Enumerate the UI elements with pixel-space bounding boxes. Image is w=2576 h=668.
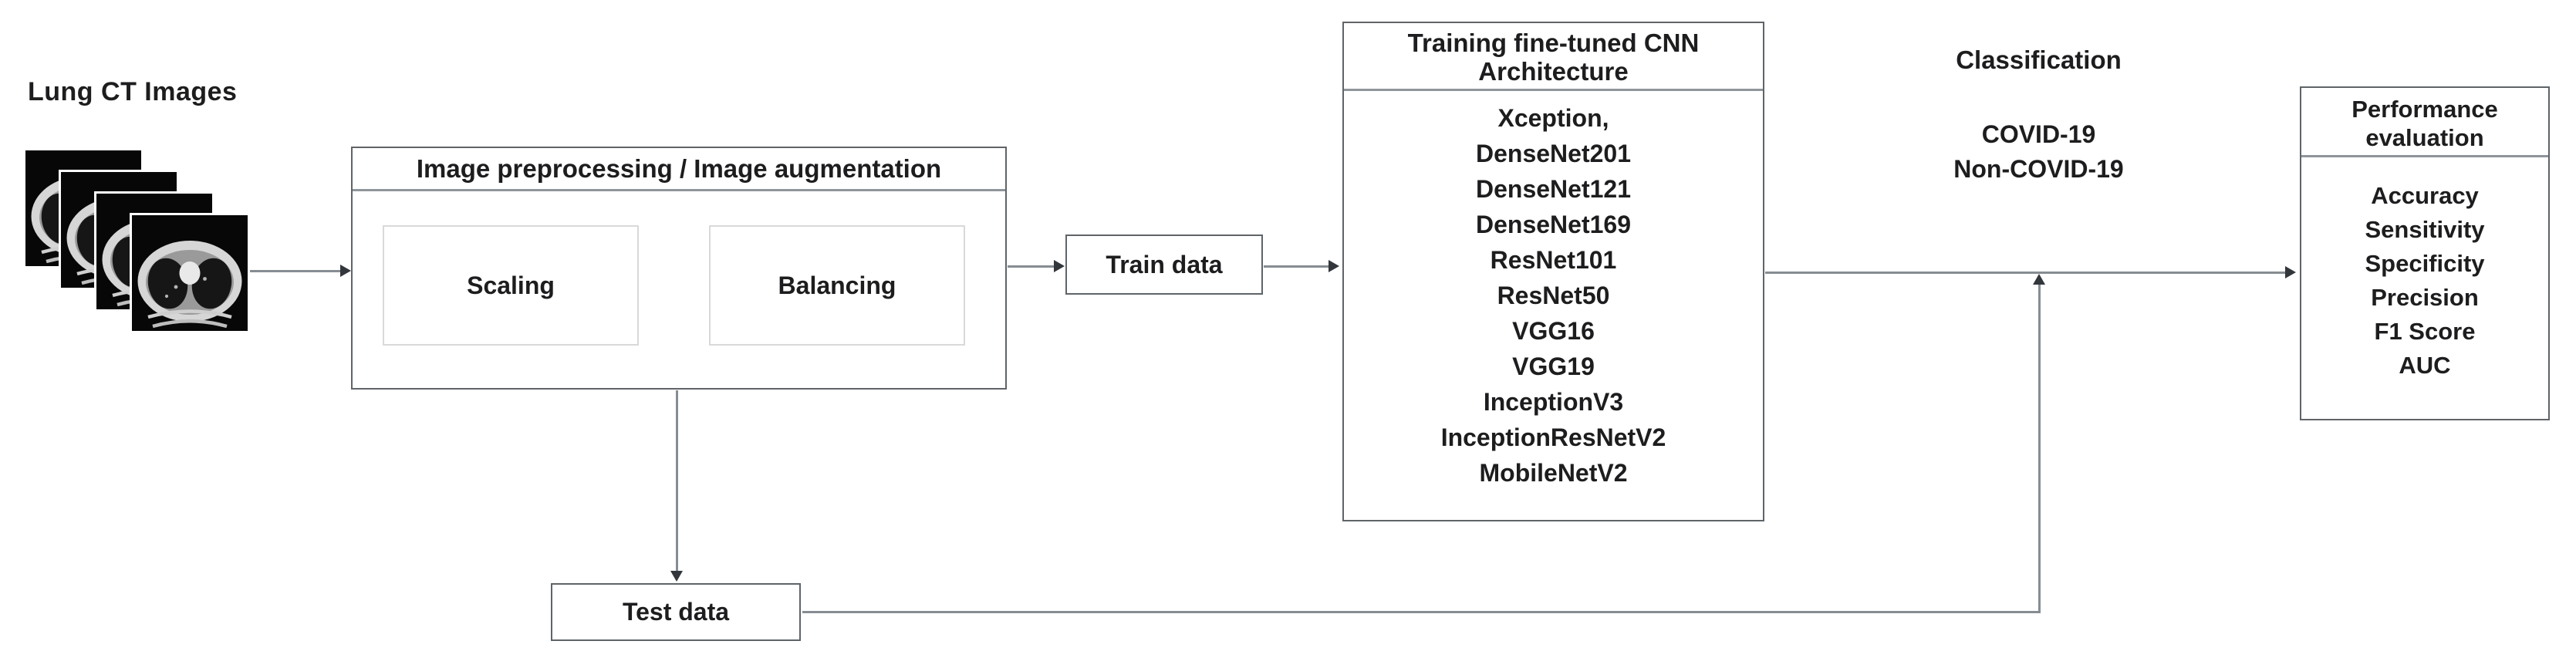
cnn-model-item: ResNet101 [1490, 246, 1617, 274]
performance-title-line2: evaluation [2365, 124, 2484, 151]
arrowhead-into-performance [2285, 266, 2296, 278]
performance-metric-item: Sensitivity [2365, 216, 2485, 243]
connector-train-to-cnn [1264, 265, 1330, 268]
performance-metric-list: Accuracy Sensitivity Specificity Precisi… [2301, 157, 2548, 383]
performance-metric-item: Accuracy [2371, 182, 2479, 209]
cnn-model-item: Xception, [1497, 104, 1609, 132]
performance-metric-item: Precision [2371, 284, 2479, 311]
arrowhead-into-cnn [1329, 260, 1339, 272]
connector-preprocessing-to-test [676, 390, 678, 571]
cnn-model-list: Xception, DenseNet201 DenseNet121 DenseN… [1344, 91, 1763, 491]
connector-cnn-to-performance [1765, 272, 2287, 274]
cnn-model-item: DenseNet121 [1476, 175, 1631, 203]
class-item-non-covid: Non-COVID-19 [1953, 155, 2124, 183]
cnn-architecture-box: Training fine-tuned CNN Architecture Xce… [1342, 22, 1764, 521]
lung-ct-images-label: Lung CT Images [28, 77, 238, 106]
class-item-covid: COVID-19 [1981, 120, 2096, 148]
arrowhead-into-train-data [1054, 260, 1065, 272]
performance-title-line1: Performance [2351, 96, 2498, 123]
classification-classes: COVID-19 Non-COVID-19 [1894, 117, 2183, 187]
cnn-model-item: ResNet50 [1497, 282, 1610, 309]
arrowhead-into-preprocessing [340, 265, 351, 277]
cnn-model-item: MobileNetV2 [1479, 459, 1628, 487]
cnn-title-line1: Training fine-tuned CNN [1407, 29, 1700, 57]
preprocessing-box: Image preprocessing / Image augmentation… [351, 147, 1007, 390]
test-data-box: Test data [551, 583, 801, 641]
cnn-model-item: DenseNet169 [1476, 211, 1631, 238]
cnn-model-item: DenseNet201 [1476, 140, 1631, 167]
balancing-step-box: Balancing [709, 225, 965, 346]
performance-metric-item: F1 Score [2374, 318, 2476, 345]
scaling-step-box: Scaling [383, 225, 639, 346]
performance-metric-item: Specificity [2365, 250, 2485, 277]
ct-slice-icon [132, 215, 248, 331]
cnn-model-item: InceptionResNetV2 [1440, 423, 1666, 451]
scaling-label: Scaling [467, 271, 555, 299]
train-data-box: Train data [1065, 234, 1263, 295]
preprocessing-title: Image preprocessing / Image augmentation [353, 148, 1005, 191]
cnn-box-title: Training fine-tuned CNN Architecture [1344, 23, 1763, 91]
classification-title: Classification [1956, 46, 2122, 74]
balancing-label: Balancing [778, 271, 896, 299]
connector-test-data-horizontal [802, 611, 2041, 613]
performance-box-title: Performance evaluation [2301, 88, 2548, 157]
cnn-model-item: VGG16 [1512, 317, 1595, 345]
arrowhead-test-join-main-line [2033, 274, 2045, 285]
arrowhead-into-test-data [670, 571, 683, 582]
cnn-model-item: InceptionV3 [1483, 388, 1624, 416]
classification-block: Classification COVID-19 Non-COVID-19 [1894, 46, 2183, 187]
cnn-model-item: VGG19 [1512, 353, 1595, 380]
cnn-title-line2: Architecture [1478, 57, 1629, 86]
performance-evaluation-box: Performance evaluation Accuracy Sensitiv… [2300, 86, 2550, 420]
train-data-label: Train data [1106, 250, 1223, 278]
performance-metric-item: AUC [2399, 352, 2451, 379]
connector-ct-to-preprocessing [250, 270, 341, 272]
ct-scan-thumbnail [130, 213, 250, 333]
connector-preprocessing-to-train [1008, 265, 1055, 268]
test-data-label: Test data [622, 598, 730, 626]
connector-test-data-riser [2038, 284, 2041, 613]
